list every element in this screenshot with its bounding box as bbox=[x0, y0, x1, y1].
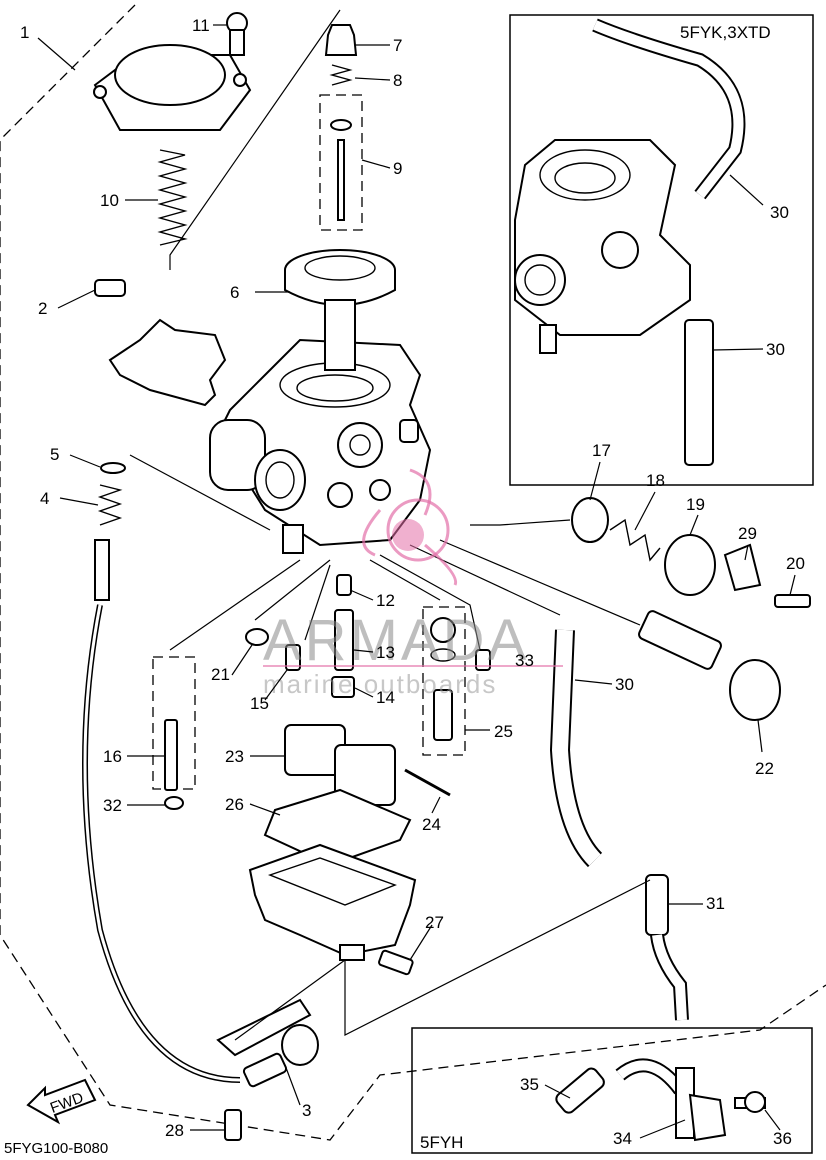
screw-11 bbox=[226, 12, 248, 56]
float-assembly bbox=[284, 724, 451, 806]
callout: 5 bbox=[50, 445, 59, 464]
callout: 11 bbox=[192, 16, 210, 35]
fwd-arrow: FWD bbox=[26, 1078, 97, 1125]
callout: 1 bbox=[20, 23, 29, 42]
callout: 14 bbox=[376, 688, 395, 707]
callout: 27 bbox=[425, 913, 444, 932]
callout: 8 bbox=[393, 71, 402, 90]
callout: 6 bbox=[230, 283, 239, 302]
starter-plunger-assembly bbox=[571, 497, 811, 721]
screw-28 bbox=[224, 1109, 242, 1141]
watermark: ARMADA marine outboards bbox=[263, 468, 563, 699]
callout: 22 bbox=[755, 759, 774, 778]
top-cover bbox=[93, 44, 252, 131]
callout: 33 bbox=[515, 651, 534, 670]
diaphragm-piston bbox=[284, 249, 396, 371]
callout: 25 bbox=[494, 722, 513, 741]
label-leaders bbox=[37, 24, 796, 1139]
callout: 16 bbox=[103, 747, 122, 766]
carburetor-body bbox=[209, 338, 432, 554]
callout: 10 bbox=[100, 191, 119, 210]
watermark-tagline: marine outboards bbox=[263, 669, 497, 699]
callout: 13 bbox=[376, 643, 395, 662]
callout: 4 bbox=[40, 489, 49, 508]
assembly-boundary bbox=[0, 4, 826, 1141]
spring-10 bbox=[157, 149, 188, 246]
callout: 12 bbox=[376, 591, 395, 610]
callout: 31 bbox=[706, 894, 725, 913]
leader-lines bbox=[129, 9, 651, 1041]
callout: 28 bbox=[165, 1121, 184, 1140]
callout: 32 bbox=[103, 796, 122, 815]
callout: 18 bbox=[646, 471, 665, 490]
callout: 24 bbox=[422, 815, 441, 834]
throttle-cable bbox=[82, 462, 241, 1083]
callout: 21 bbox=[211, 665, 230, 684]
jet-needle-9 bbox=[319, 94, 363, 231]
callout: 30 bbox=[770, 203, 789, 222]
hose-31 bbox=[645, 874, 689, 1021]
diagram-code: 5FYG100-B080 bbox=[4, 1140, 108, 1157]
callout: 20 bbox=[786, 554, 805, 573]
variant-box-5fyh: 5FYH bbox=[411, 1027, 813, 1154]
variant-label-5fyk: 5FYK,3XTD bbox=[680, 23, 771, 42]
drain-screw-27 bbox=[378, 949, 414, 976]
variant-label-5fyh: 5FYH bbox=[420, 1133, 463, 1152]
cap-7 bbox=[324, 24, 358, 56]
callout: 23 bbox=[225, 747, 244, 766]
watermark-brand: ARMADA bbox=[263, 608, 529, 673]
callout: 34 bbox=[613, 1129, 632, 1148]
callout: 19 bbox=[686, 495, 705, 514]
callout-labels: 1 2 3 4 5 6 7 8 9 10 11 12 13 14 15 16 1… bbox=[20, 16, 805, 1148]
callout: 35 bbox=[520, 1075, 539, 1094]
callout: 2 bbox=[38, 299, 47, 318]
callout: 3 bbox=[302, 1101, 311, 1120]
callout: 29 bbox=[738, 524, 757, 543]
callout: 26 bbox=[225, 795, 244, 814]
callout: 7 bbox=[393, 36, 402, 55]
callout: 30 bbox=[615, 675, 634, 694]
throttle-bracket bbox=[94, 279, 227, 407]
float-bowl bbox=[248, 788, 417, 961]
callout: 15 bbox=[250, 694, 269, 713]
variant-box-5fyk: 5FYK,3XTD bbox=[509, 14, 814, 486]
callout: 9 bbox=[393, 159, 402, 178]
callout: 36 bbox=[773, 1129, 792, 1148]
spring-8 bbox=[329, 64, 353, 86]
callout: 30 bbox=[766, 340, 785, 359]
callout: 17 bbox=[592, 441, 611, 460]
throttle-lever-3 bbox=[216, 998, 319, 1088]
